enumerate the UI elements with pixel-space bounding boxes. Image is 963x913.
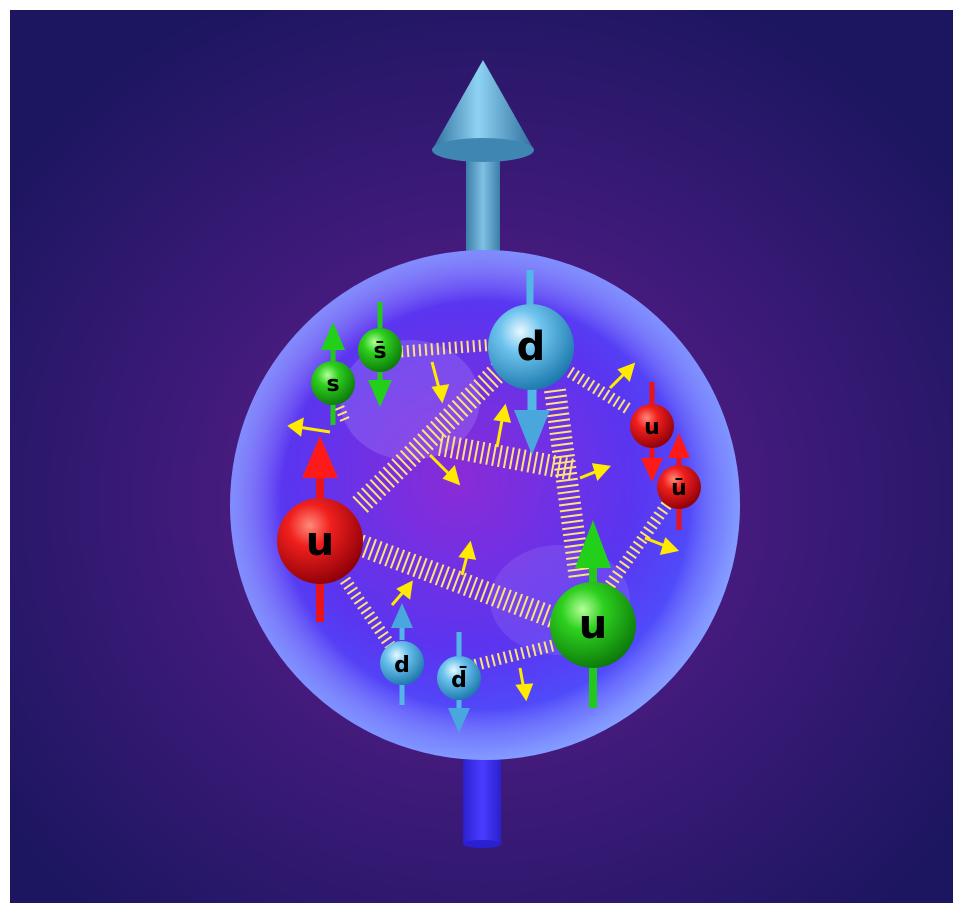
quark-label: d̄ xyxy=(451,667,467,693)
quark-label: d xyxy=(394,653,410,678)
quark-label: u xyxy=(306,519,334,565)
quark-label: d xyxy=(517,324,546,370)
quark-label: u xyxy=(579,602,607,648)
quark-label: s̄ xyxy=(373,339,386,364)
quark-label: ū xyxy=(671,476,687,501)
quark-label: s xyxy=(326,372,339,397)
quark-label: u xyxy=(644,415,660,440)
